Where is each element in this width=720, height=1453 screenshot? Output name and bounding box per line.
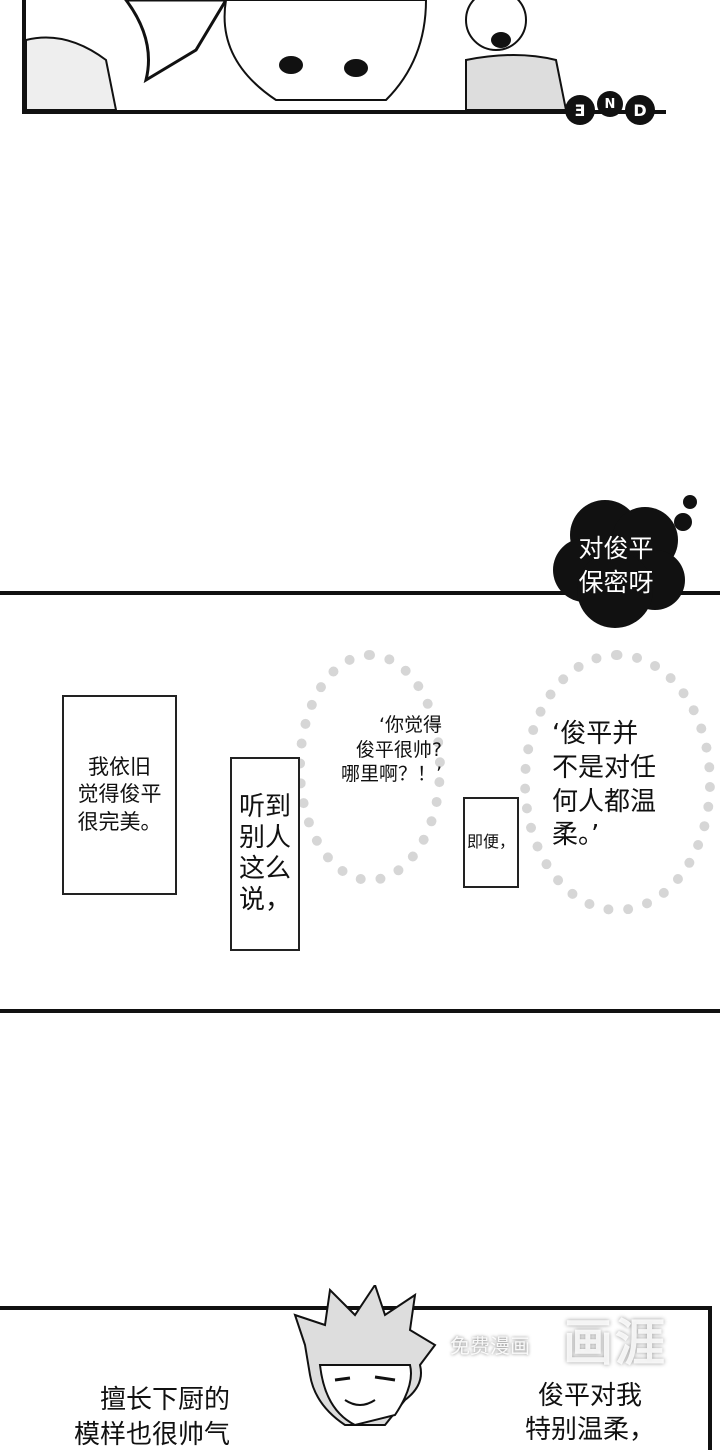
bubble-ring-2: [520, 650, 715, 915]
caption-3-text: 即便，: [466, 832, 515, 852]
watermark-subtitle: 免费漫画: [450, 1334, 530, 1358]
caption-box-1: 我依旧 觉得俊平 很完美。: [62, 695, 177, 895]
characters-illustration: [26, 0, 568, 110]
top-panel: [22, 0, 666, 114]
end-letter-d: D: [625, 95, 655, 125]
caption-box-2: 听到 别人 这么 说，: [230, 757, 300, 951]
bottom-left-text: 擅长下厨的 模样也很帅气: [73, 1385, 230, 1451]
bottom-panel: [0, 1306, 712, 1450]
thought-cloud-shape: [553, 495, 697, 628]
thought-cloud-text: 对俊平 保密呀: [578, 534, 654, 597]
bottom-right-text: 俊平对我 特别温柔，: [524, 1381, 655, 1445]
caption-box-3: 即便，: [463, 797, 519, 888]
end-letter-n: N: [597, 91, 623, 117]
end-letter-e: E: [565, 95, 595, 125]
speech-bubble-2-text: ‘俊平并 不是对任 何人都温 柔。’: [552, 719, 657, 851]
bubble-ring-1: [295, 650, 445, 885]
speech-bubble-1-text: ‘你觉得 俊平很帅? 哪里啊？！’: [340, 714, 442, 786]
watermark-logo: 画涯: [563, 1314, 667, 1372]
caption-2-text: 听到 别人 这么 说，: [238, 791, 291, 916]
panel-divider-bottom: [0, 1009, 720, 1013]
caption-1-text: 我依旧 觉得俊平 很完美。: [77, 755, 162, 834]
end-badge: E N D: [565, 91, 665, 131]
character-illustration: [293, 1285, 437, 1427]
panel-divider-top: [0, 591, 720, 595]
